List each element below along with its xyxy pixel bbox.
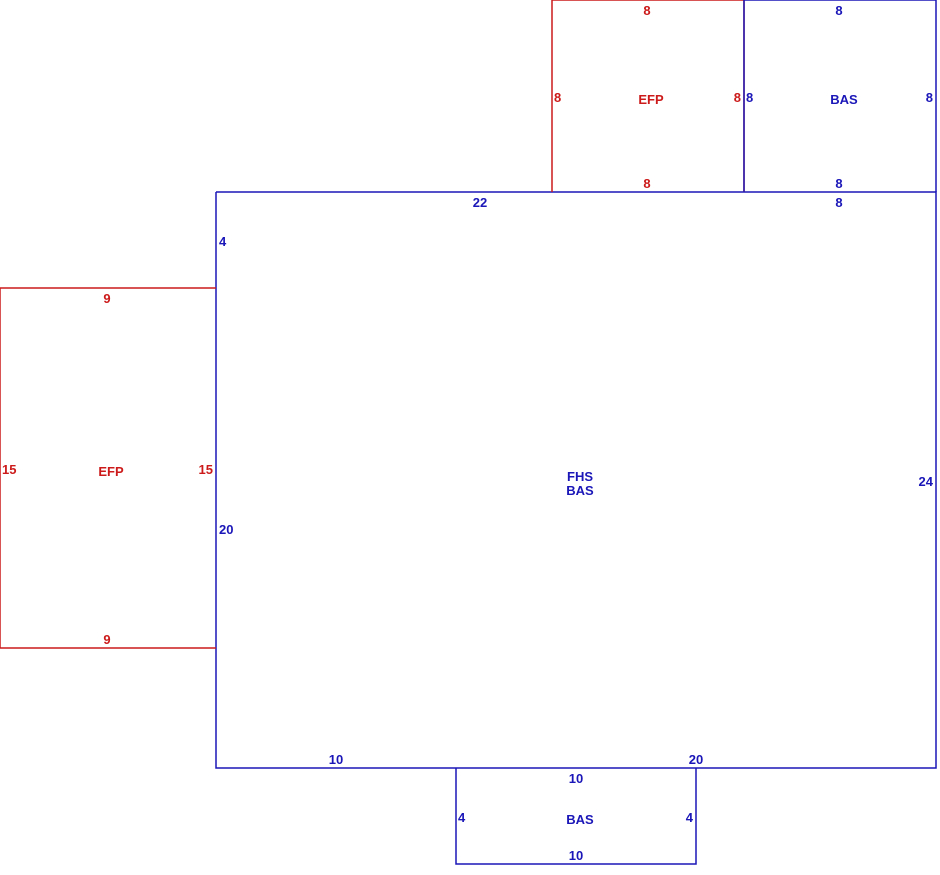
bas-bottom-area: BAS 10 10 4 4 <box>455 768 697 865</box>
dim-main-top-right: 8 <box>835 195 842 210</box>
efp-left-label: EFP <box>98 464 124 479</box>
dim-bas-tr-right: 8 <box>926 90 933 105</box>
bas-bottom-outline <box>455 768 697 865</box>
bas-top-right-area: BAS 8 8 8 8 <box>743 0 937 192</box>
bas-bottom-label: BAS <box>566 812 594 827</box>
dim-main-left-lower: 20 <box>219 522 233 537</box>
efp-left-outline <box>0 287 216 649</box>
efp-top-area: EFP 8 8 8 8 <box>551 0 745 192</box>
dim-bas-bottom-top: 10 <box>569 771 583 786</box>
dim-efp-top-top: 8 <box>643 3 650 18</box>
bas-top-right-label: BAS <box>830 92 858 107</box>
dim-main-left-upper: 4 <box>219 234 227 249</box>
dim-main-bottom-left: 10 <box>329 752 343 767</box>
bas-top-right-outline <box>743 0 937 192</box>
dim-efp-top-right: 8 <box>734 90 741 105</box>
dim-bas-bottom-left: 4 <box>458 810 466 825</box>
dim-efp-top-left: 8 <box>554 90 561 105</box>
dim-main-top-left: 22 <box>473 195 487 210</box>
dim-bas-bottom-right: 4 <box>686 810 694 825</box>
dim-efp-left-left: 15 <box>2 462 16 477</box>
dim-efp-left-right: 15 <box>199 462 213 477</box>
dim-bas-tr-bottom: 8 <box>835 176 842 191</box>
dim-efp-left-bottom: 9 <box>103 632 110 647</box>
main-area-outline <box>215 191 937 769</box>
dim-bas-tr-left: 8 <box>746 90 753 105</box>
dim-efp-left-top: 9 <box>103 291 110 306</box>
dim-main-bottom-right: 20 <box>689 752 703 767</box>
dim-bas-tr-top: 8 <box>835 3 842 18</box>
main-area: FHS BAS 22 8 4 20 24 10 20 <box>215 191 937 769</box>
main-area-label-bas: BAS <box>566 483 594 498</box>
dim-efp-top-bottom: 8 <box>643 176 650 191</box>
efp-left-area: EFP 9 9 15 15 <box>0 287 216 649</box>
efp-top-label: EFP <box>638 92 664 107</box>
dim-main-right: 24 <box>919 474 934 489</box>
dim-bas-bottom-bottom: 10 <box>569 848 583 863</box>
main-area-label-fhs: FHS <box>567 469 593 484</box>
